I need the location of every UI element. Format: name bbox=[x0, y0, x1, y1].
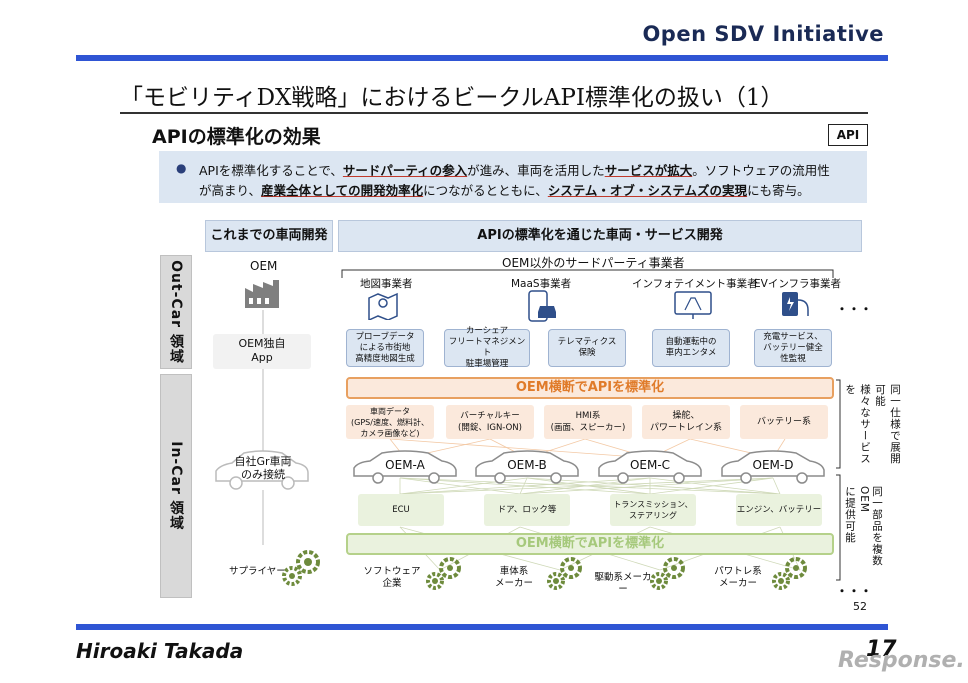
supplier-label: サプライヤー bbox=[229, 566, 286, 577]
vehicle-data-box: バッテリー系 bbox=[740, 405, 828, 439]
service-box: 自動運転中の 車内エンタメ bbox=[652, 329, 730, 367]
text-span: にも寄与。 bbox=[747, 183, 810, 198]
component-box: トランスミッション、 ステアリング bbox=[610, 494, 696, 526]
phone-car-icon bbox=[528, 290, 556, 322]
title-rule bbox=[120, 112, 868, 114]
author-name: Hiroaki Takada bbox=[76, 639, 244, 663]
service-label: プローブデータ による市街地 高精度地図生成 bbox=[355, 331, 415, 364]
note-services-same-spec: 同一仕様で展開可能 様々なサービスを bbox=[844, 384, 901, 465]
service-box: 充電サービス、 バッテリー健全 性監視 bbox=[754, 329, 832, 367]
oem-car-outline bbox=[353, 450, 457, 484]
car-outline-icon bbox=[215, 450, 309, 490]
vehicle-data-label: バーチャルキー (開錠、IGN-ON) bbox=[458, 411, 522, 433]
note-parts-multi-oem: 同一部品を複数OEM に提供可能 bbox=[844, 486, 883, 567]
vehicle-data-label: 操舵、 パワートレイン系 bbox=[649, 411, 722, 433]
oem-a-label: OEM-A bbox=[385, 458, 425, 472]
service-box: カーシェア フリートマネジメント 駐車場管理 bbox=[444, 326, 530, 369]
more-ellipsis: ・・・ bbox=[836, 302, 873, 316]
column-header-api: APIの標準化を通じた車両・サービス開発 bbox=[338, 220, 862, 252]
oem-car-outline bbox=[598, 450, 702, 484]
own-group-label: 自社Gr車両 のみ接続 bbox=[234, 455, 292, 481]
summary-line-2: が高まり、産業全体としての開発効率化につながるとともに、システム・オブ・システム… bbox=[199, 180, 810, 199]
service-label: 自動運転中の 車内エンタメ bbox=[665, 337, 717, 358]
service-label: テレマティクス 保険 bbox=[557, 337, 617, 358]
component-box: エンジン、バッテリー bbox=[736, 494, 822, 526]
column-header-legacy: これまでの車両開発 bbox=[205, 220, 333, 252]
api-standardization-bar-upper: OEM横断でAPIを標準化 bbox=[346, 377, 834, 399]
vehicle-data-box: HMI系 (画面、スピーカー) bbox=[544, 405, 632, 439]
oem-app-box: OEM独自 App bbox=[213, 334, 311, 369]
oem-label: OEM bbox=[250, 259, 278, 273]
out-car-region-bar: Out-Car 領域 bbox=[160, 255, 192, 369]
service-label: カーシェア フリートマネジメント 駐車場管理 bbox=[448, 326, 526, 369]
supplier-software: ソフトウェア 企業 bbox=[363, 566, 421, 589]
gear-icon bbox=[282, 550, 320, 586]
oem-b-label: OEM-B bbox=[507, 458, 547, 472]
text-span: APIを標準化することで、 bbox=[199, 163, 343, 178]
vehicle-data-label: 車両データ (GPS/速度、燃料計、 カメラ画像など) bbox=[351, 406, 429, 438]
highlight-span: システム・オブ・システムズの実現 bbox=[547, 183, 748, 198]
component-box: ECU bbox=[358, 494, 444, 526]
page-number: 17 bbox=[866, 637, 897, 662]
supplier-powertrain: パワトレ系 メーカー bbox=[714, 566, 762, 589]
slide-title: 「モビリティDX戦略」におけるビークルAPI標準化の扱い（1） bbox=[120, 85, 784, 111]
summary-box bbox=[159, 151, 867, 203]
service-label: 充電サービス、 バッテリー健全 性監視 bbox=[763, 331, 823, 364]
oem-car-outline bbox=[721, 450, 825, 484]
highlight-span: サードパーティの参入 bbox=[342, 163, 468, 178]
text-span: が進み、車両を活用した bbox=[467, 163, 605, 178]
api-badge: API bbox=[828, 124, 868, 146]
component-label: トランスミッション、 ステアリング bbox=[613, 500, 693, 520]
oem-c-label: OEM-C bbox=[629, 458, 671, 472]
summary-line-1: APIを標準化することで、サードパーティの参入が進み、車両を活用したサービスが拡… bbox=[199, 160, 830, 179]
component-label: エンジン、バッテリー bbox=[736, 505, 822, 515]
category-ev-infra: EVインフラ事業者 bbox=[754, 278, 842, 290]
supplier-drive: 駆動系メーカー bbox=[594, 572, 652, 595]
vehicle-data-box: バーチャルキー (開錠、IGN-ON) bbox=[446, 405, 534, 439]
highlight-span: 産業全体としての開発効率化 bbox=[261, 183, 424, 198]
vehicle-data-box: 車両データ (GPS/速度、燃料計、 カメラ画像など) bbox=[346, 405, 434, 439]
ev-charger-icon bbox=[782, 292, 809, 316]
vehicle-data-label: バッテリー系 bbox=[756, 417, 811, 427]
category-maas: MaaS事業者 bbox=[511, 278, 572, 290]
vehicle-data-label: HMI系 (画面、スピーカー) bbox=[550, 411, 626, 433]
map-pin-icon bbox=[368, 292, 398, 320]
top-rule bbox=[76, 55, 888, 61]
header-title: Open SDV Initiative bbox=[642, 22, 884, 46]
category-infotainment: インフォテイメント事業者 bbox=[632, 278, 758, 290]
factory-icon bbox=[245, 280, 279, 308]
bottom-rule bbox=[76, 624, 888, 630]
text-span: 。ソフトウェアの流用性 bbox=[692, 163, 830, 178]
section-heading: APIの標準化の効果 bbox=[152, 126, 321, 148]
api-standardization-bar-lower: OEM横断でAPIを標準化 bbox=[346, 533, 834, 555]
gear-icon bbox=[650, 557, 685, 590]
in-car-label: In-Car 領域 bbox=[168, 441, 184, 531]
gear-icon bbox=[547, 557, 582, 590]
in-car-region-bar: In-Car 領域 bbox=[160, 374, 192, 598]
component-label: ECU bbox=[392, 505, 410, 515]
category-map: 地図事業者 bbox=[360, 278, 413, 290]
oem-car-outline bbox=[475, 450, 579, 484]
highlight-span: サービスが拡大 bbox=[604, 163, 693, 178]
oem-d-label: OEM-D bbox=[752, 458, 794, 472]
third-party-title: OEM以外のサードパーティ事業者 bbox=[502, 256, 685, 270]
response-watermark-logo: Response. bbox=[838, 648, 965, 673]
vehicle-data-box: 操舵、 パワートレイン系 bbox=[642, 405, 730, 439]
supplier-body: 車体系 メーカー bbox=[494, 566, 533, 589]
gear-icon bbox=[426, 557, 461, 590]
bottom-ellipsis: ・・・ bbox=[836, 584, 873, 598]
component-box: ドア、ロック等 bbox=[484, 494, 570, 526]
bullet-dot-icon: ● bbox=[176, 161, 187, 175]
text-span: が高まり、 bbox=[199, 183, 262, 198]
gear-icon bbox=[772, 557, 807, 590]
component-label: ドア、ロック等 bbox=[497, 505, 557, 515]
out-car-label: Out-Car 領域 bbox=[168, 260, 184, 364]
service-box: プローブデータ による市街地 高精度地図生成 bbox=[346, 329, 424, 367]
dashboard-screen-icon bbox=[674, 291, 712, 319]
service-box: テレマティクス 保険 bbox=[548, 329, 626, 367]
text-span: につながるとともに、 bbox=[423, 183, 548, 198]
inner-page-number: 52 bbox=[853, 600, 867, 613]
